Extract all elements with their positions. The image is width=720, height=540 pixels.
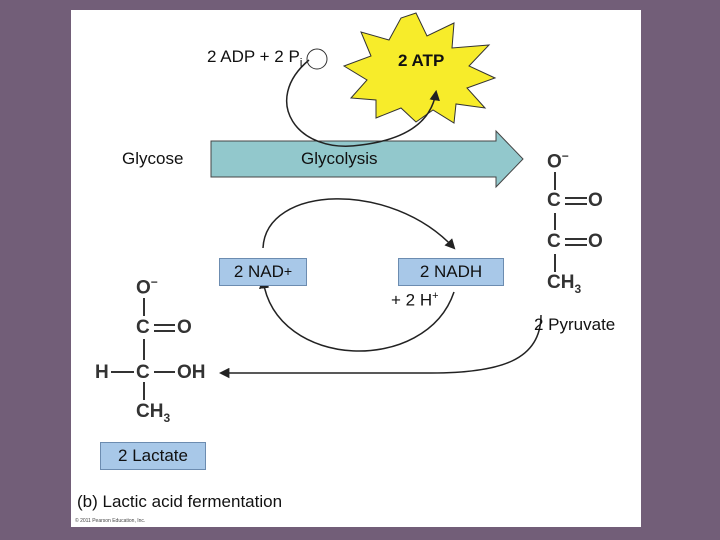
lactate-o1: O: [177, 317, 192, 338]
lactate-oh: OH: [177, 362, 206, 383]
adp-pi-label: 2 ADP + 2 Pi: [207, 47, 303, 70]
nad-to-nadh-arc: [262, 198, 456, 250]
lactate-o-minus: O−: [136, 275, 158, 299]
h-plus-label: + 2 H+: [391, 290, 439, 310]
pyruvate-c2: C: [547, 231, 561, 252]
pyruvate-ch3: CH3: [547, 272, 582, 296]
pyruvate-label: 2 Pyruvate: [534, 315, 616, 334]
atp-star: [342, 12, 497, 124]
pyruvate-o1: O: [588, 190, 603, 211]
lactate-box: 2 Lactate: [100, 442, 206, 470]
nadh-to-nad-arc: [259, 277, 455, 352]
caption: (b) Lactic acid fermentation: [77, 492, 283, 511]
pyruvate-o-minus: O−: [547, 149, 569, 173]
pyruvate-o2: O: [588, 231, 603, 252]
slide: 2 ADP + 2 Pi 2 ATP Glycose Glycolysis 2 …: [71, 10, 641, 527]
lactate-c2: C: [136, 362, 150, 383]
diagram-art: [111, 12, 587, 400]
lactate-bonds: [111, 298, 175, 400]
pyruvate-to-lactate-arrow: [218, 314, 542, 379]
copyright-text: © 2011 Pearson Education, Inc.: [75, 518, 146, 524]
atp-label: 2 ATP: [398, 51, 445, 70]
phosphate-circle: [306, 48, 328, 70]
atp-arc: [286, 59, 440, 147]
glycolysis-arrow: [210, 129, 524, 189]
lactate-c1: C: [136, 317, 150, 338]
lactate-ch3: CH3: [136, 401, 171, 425]
lactate-h: H: [95, 362, 109, 383]
pyruvate-bonds: [554, 172, 587, 272]
glucose-label: Glycose: [122, 149, 184, 168]
nadh-box: 2 NADH: [398, 258, 504, 286]
pyruvate-c1: C: [547, 190, 561, 211]
nad-box: 2 NAD+: [219, 258, 307, 286]
glycolysis-label: Glycolysis: [301, 149, 378, 168]
